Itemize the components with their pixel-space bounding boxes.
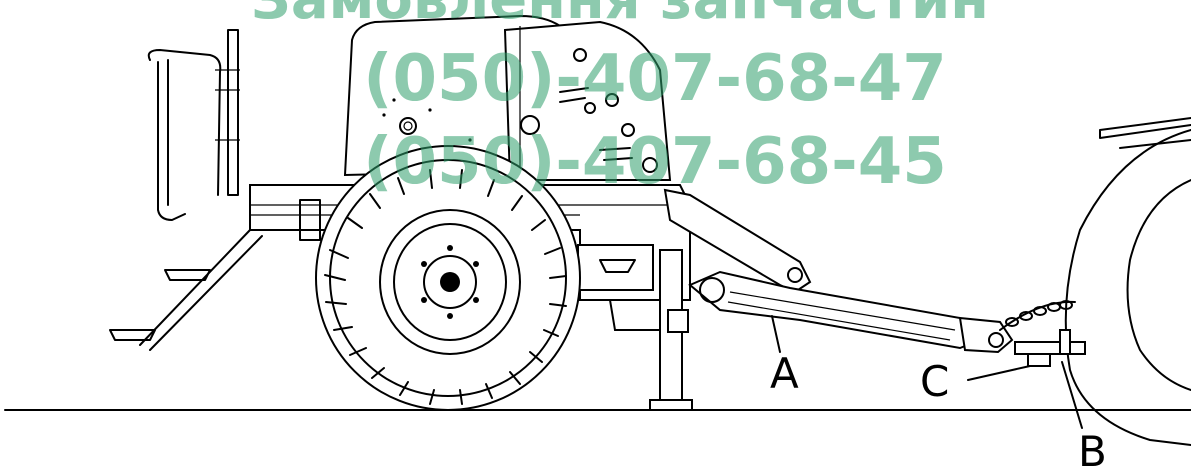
leader-line-a	[771, 315, 781, 353]
access-ladder	[109, 29, 263, 351]
upper-link	[663, 188, 812, 294]
callout-c: C	[920, 357, 949, 406]
leader-line-c	[967, 365, 1031, 381]
leader-line-b	[1061, 361, 1083, 429]
watermark-line-2: (050)-407-68-47	[363, 42, 947, 116]
wheel	[315, 145, 581, 411]
parking-stand	[649, 249, 693, 411]
drawbar-A	[688, 270, 1014, 354]
seed-hopper	[343, 14, 672, 181]
callout-a: A	[770, 349, 799, 398]
tractor-rear	[1064, 117, 1191, 446]
watermark-line-1: Замовлення запчастин	[251, 0, 989, 32]
safety-chain	[999, 300, 1076, 331]
callout-b: B	[1078, 427, 1107, 471]
tractor-hitch	[1014, 329, 1086, 367]
watermark-line-3: (050)-407-68-45	[363, 125, 947, 199]
